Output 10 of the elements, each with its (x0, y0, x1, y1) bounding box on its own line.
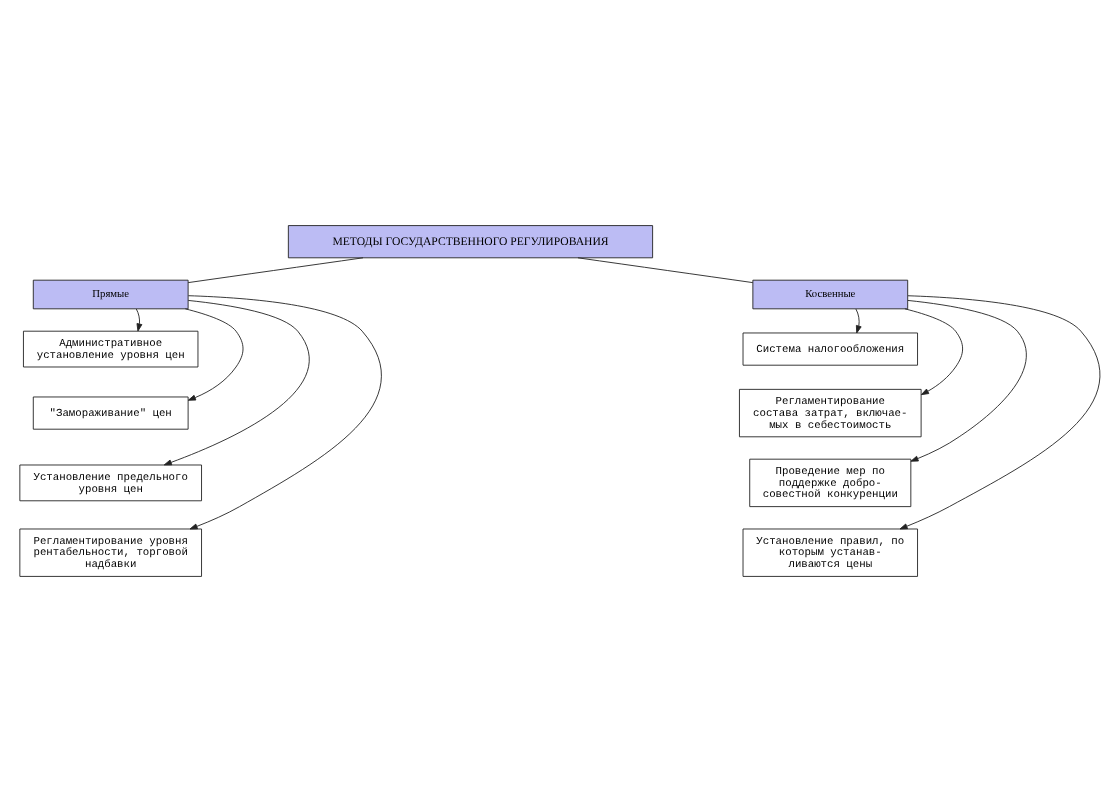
arrow (907, 299, 1027, 461)
arrow (135, 307, 143, 331)
arrow (184, 307, 244, 400)
arrow (855, 307, 862, 333)
arrow (163, 299, 310, 465)
connector (577, 256, 754, 283)
arrow (187, 294, 382, 529)
connector (187, 256, 364, 283)
arrow (904, 307, 964, 395)
arrow (899, 294, 1100, 529)
